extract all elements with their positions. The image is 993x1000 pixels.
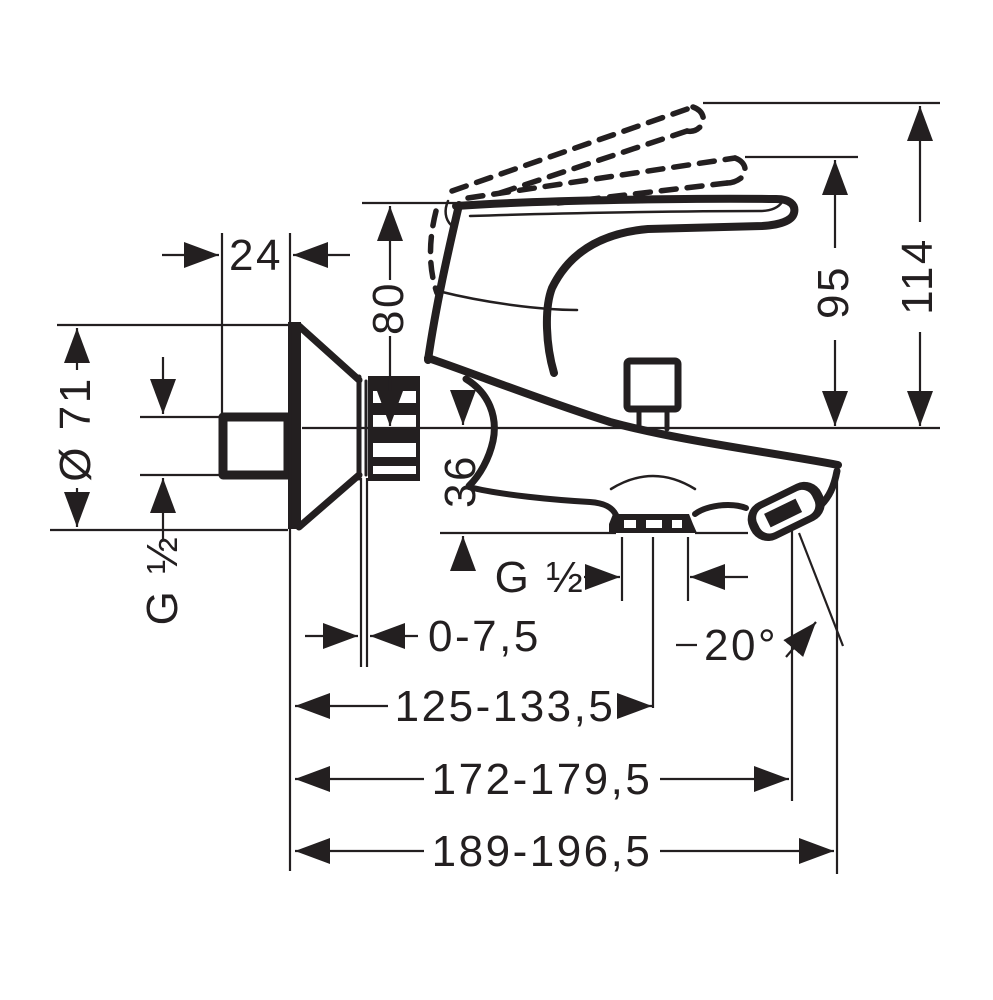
lever-handle [452,194,799,377]
dim-spout-drop: 36 [436,390,748,571]
dim-label-20deg: 20° [704,621,778,670]
lever-dashed-max-upper [449,104,696,194]
union-nut-groove [373,391,416,403]
lever-dashed-max-lower [497,128,690,196]
dim-shower-outlet-angle: 20° [676,532,845,670]
lever-dashed-pivot-edge [427,208,440,296]
dim-label-125-1335: 125-133,5 [395,682,616,731]
spout-underside [466,484,619,518]
body-left-edge [424,201,463,364]
dim-handle-height-rest: 80 [362,201,456,426]
union-nut-groove [373,443,416,457]
escutcheon-backplate [288,322,301,529]
body-seam-line [436,289,579,312]
spout-dome-line [609,474,697,491]
dim-handle-height-max: 114 [703,101,942,426]
shower-outlet-slot [764,498,803,528]
lever-handle-seam [444,199,453,227]
spout-underside-right [692,502,749,517]
dim-label-24: 24 [229,231,283,280]
dim-handle-height-raised: 95 [745,155,858,426]
dim-label-114: 114 [893,237,942,315]
faucet-outline [218,104,842,542]
dim-arrow [783,621,817,658]
dim-label-g-half-inlet: G ½ [138,535,187,626]
lever-dashed-mid-lower [555,180,730,206]
dim-wall-to-spout-tip: 189-196,5 [295,827,834,876]
aerator-slot [646,520,662,528]
dim-aerator-thread: G ½ [495,553,748,602]
diverter-knob [623,357,682,413]
dim-label-95: 95 [809,265,858,319]
lever-dashed-mid-tip [724,155,748,186]
dim-escutcheon-adjustment: 0-7,5 [305,612,541,661]
aerator-slot [624,520,636,528]
lever-handle-inner-line [468,200,784,218]
dim-union-depth: 24 [162,231,350,280]
wall-union-block [218,412,293,480]
shower-hose-outlet [747,481,825,542]
lever-dashed-max-tip [684,104,707,135]
dim-label-diameter-71: Ø 71 [51,376,100,481]
dim-wall-to-shower-outlet: 172-179,5 [295,755,789,804]
dim-label-189-1965: 189-196,5 [432,827,653,876]
dim-label-0-75: 0-7,5 [428,612,541,661]
aerator-slot [672,520,682,528]
dim-wall-to-aerator: 125-133,5 [295,682,652,731]
angle-reference-line [797,532,845,647]
spout-top-edge [424,354,842,469]
spout-tip-edge [817,467,841,509]
dimension-annotations: 24 80 95 114 Ø 71 [50,101,942,876]
lever-dashed-mid-upper [465,155,738,201]
dim-escutcheon-diameter: Ø 71 [50,323,288,532]
dim-label-g-half-aerator: G ½ [495,553,586,602]
union-nut-groove [373,466,416,474]
escutcheon-cone-top [295,322,363,384]
dim-label-36: 36 [436,454,485,508]
ball-joint-arc [462,375,498,490]
dim-inlet-thread: G ½ [138,357,221,625]
escutcheon-cone-bottom [295,471,363,531]
dim-label-172-1795: 172-179,5 [432,755,653,804]
dim-label-80: 80 [364,281,413,335]
